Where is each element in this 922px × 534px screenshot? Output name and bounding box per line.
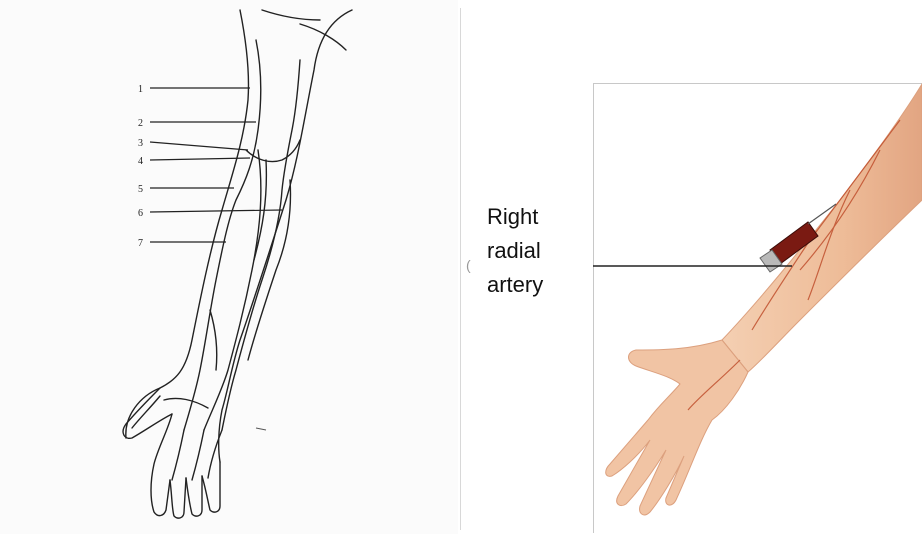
hand-shape	[606, 340, 748, 515]
label-radial: radial	[487, 240, 541, 262]
forearm-shape	[722, 84, 922, 372]
stray-glyph: (	[466, 257, 471, 273]
label-artery: artery	[487, 274, 543, 296]
label-right: Right	[487, 206, 538, 228]
